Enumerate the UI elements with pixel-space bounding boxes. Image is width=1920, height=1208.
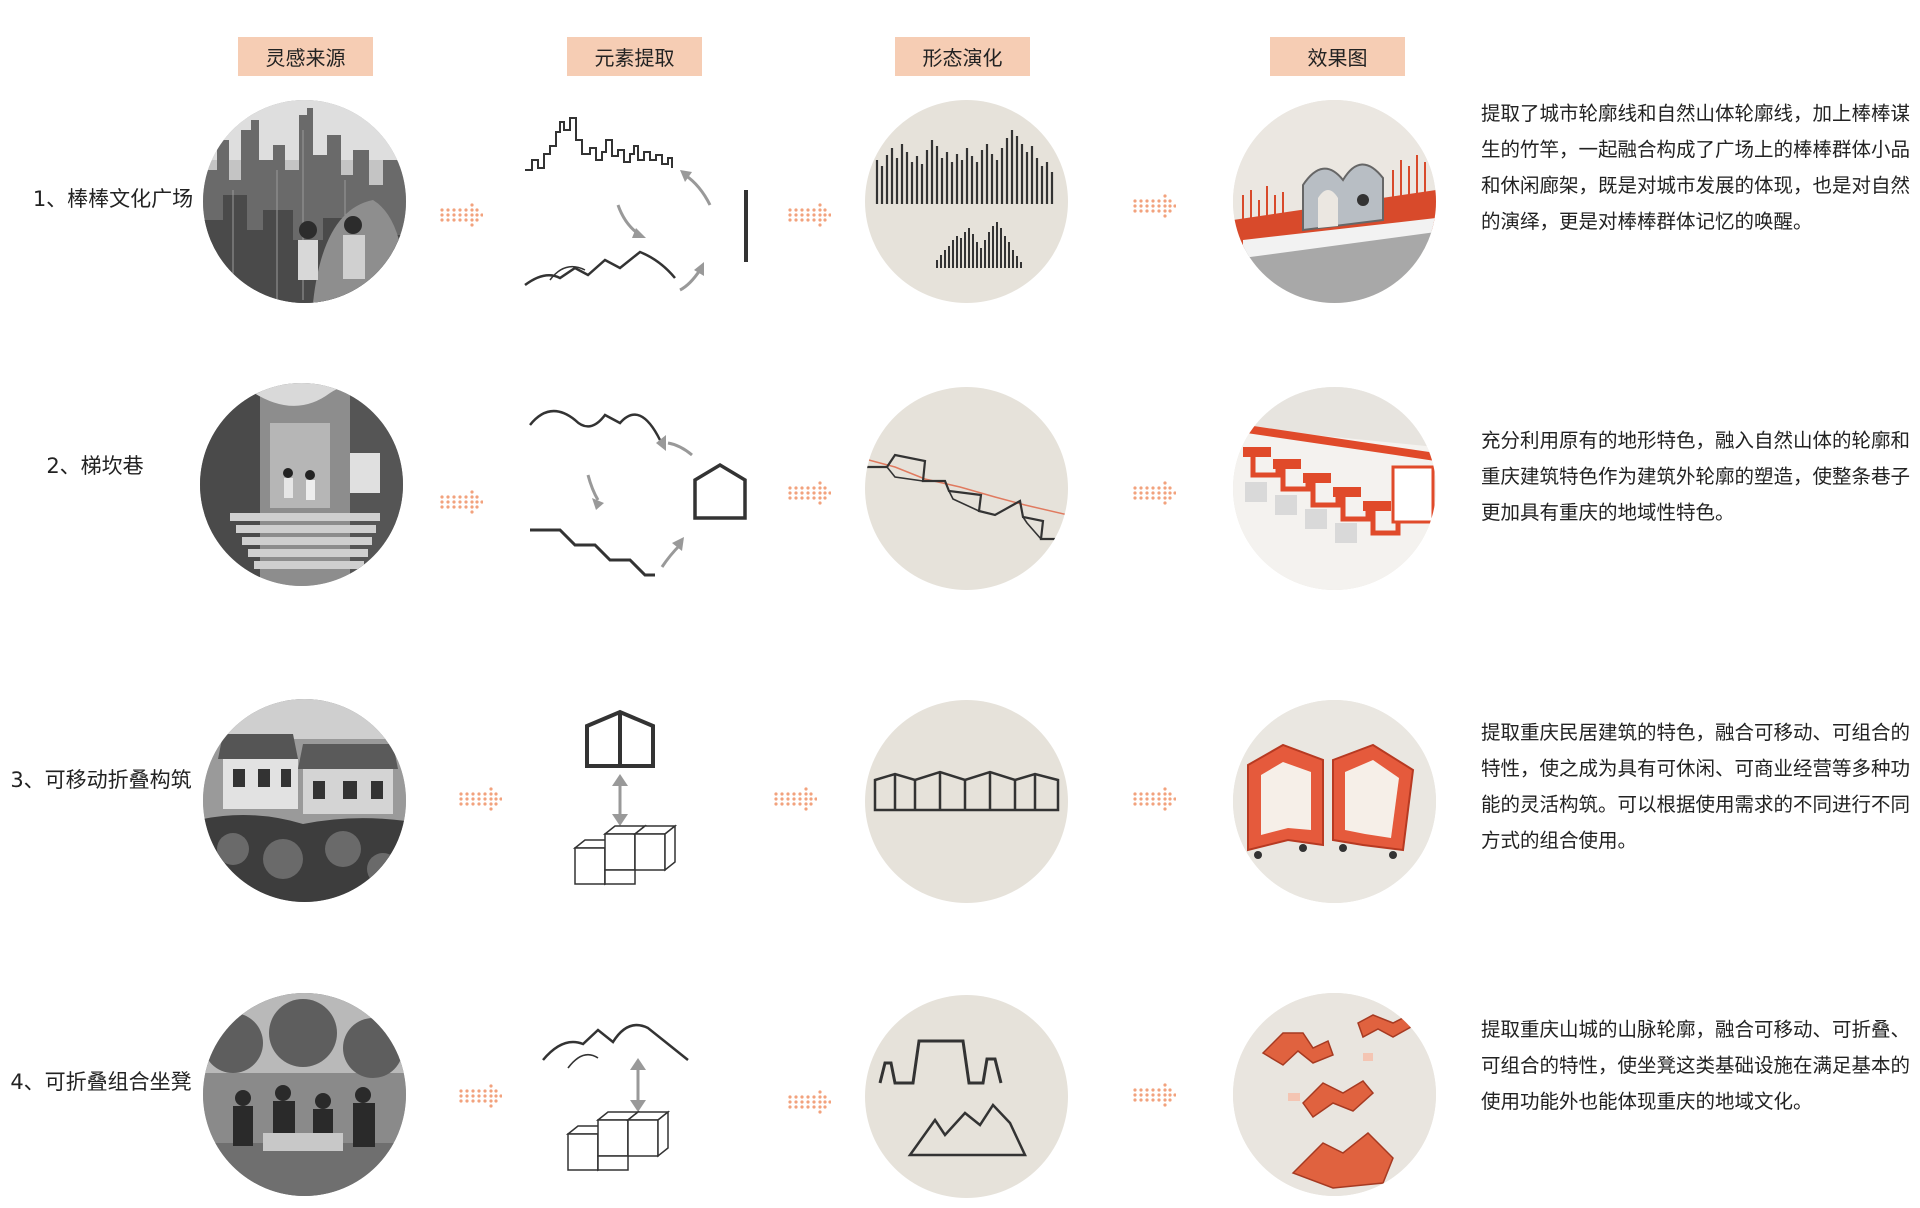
flow-arrow-icon — [788, 481, 831, 505]
row-description: 提取重庆山城的山脉轮廓，融合可移动、可折叠、可组合的特性，使坐凳这类基础设施在满… — [1481, 1018, 1911, 1113]
flow-arrow-icon — [788, 203, 831, 227]
flow-arrow-icon — [1133, 787, 1176, 811]
header-inspiration: 灵感来源 — [238, 37, 373, 76]
effect-render-circle — [1233, 993, 1436, 1196]
header-evolution: 形态演化 — [895, 37, 1030, 76]
terrain-house-sketch — [529, 410, 747, 577]
flow-arrow-icon — [1133, 481, 1176, 505]
row-description: 充分利用原有的地形特色，融入自然山体的轮廓和重庆建筑特色作为建筑外轮廓的塑造，使… — [1481, 429, 1911, 524]
evolution-bars-circle — [865, 100, 1068, 303]
inspiration-photo-city — [203, 100, 406, 303]
flow-arrow-icon — [774, 787, 817, 811]
inspiration-photo-alley — [200, 383, 403, 586]
inspiration-photo-houses — [203, 699, 406, 902]
evolution-bench-circle — [865, 995, 1068, 1198]
effect-render-circle — [1233, 387, 1436, 590]
evolution-folding-circle — [865, 700, 1068, 903]
flow-arrow-icon — [1133, 194, 1176, 218]
row-description: 提取了城市轮廓线和自然山体轮廓线，加上棒棒谋生的竹竿，一起融合构成了广场上的棒棒… — [1481, 102, 1911, 233]
flow-arrow-icon — [440, 490, 483, 514]
effect-render-circle — [1233, 700, 1436, 903]
flow-arrow-icon — [788, 1090, 831, 1114]
evolution-stairs-circle — [865, 387, 1068, 590]
header-effect: 效果图 — [1270, 37, 1405, 76]
effect-render-circle — [1233, 100, 1436, 303]
mountain-cubes-sketch — [542, 1023, 689, 1172]
flow-arrow-icon — [440, 203, 483, 227]
flow-arrow-icon — [1133, 1083, 1176, 1107]
header-extraction: 元素提取 — [567, 37, 702, 76]
row-title: 4、可折叠组合坐凳 — [10, 1070, 192, 1094]
flow-arrow-icon — [459, 1084, 502, 1108]
flow-arrow-icon — [459, 787, 502, 811]
row-title: 2、梯坎巷 — [46, 454, 144, 478]
inspiration-photo-people — [203, 993, 406, 1196]
row-title: 3、可移动折叠构筑 — [10, 768, 192, 792]
house-cubes-sketch — [572, 709, 678, 886]
row-description: 提取重庆民居建筑的特色，融合可移动、可组合的特性，使之成为具有可休闲、可商业经营… — [1481, 721, 1911, 852]
row-title: 1、棒棒文化广场 — [32, 187, 194, 211]
skyline-mountain-sketch — [524, 117, 748, 292]
